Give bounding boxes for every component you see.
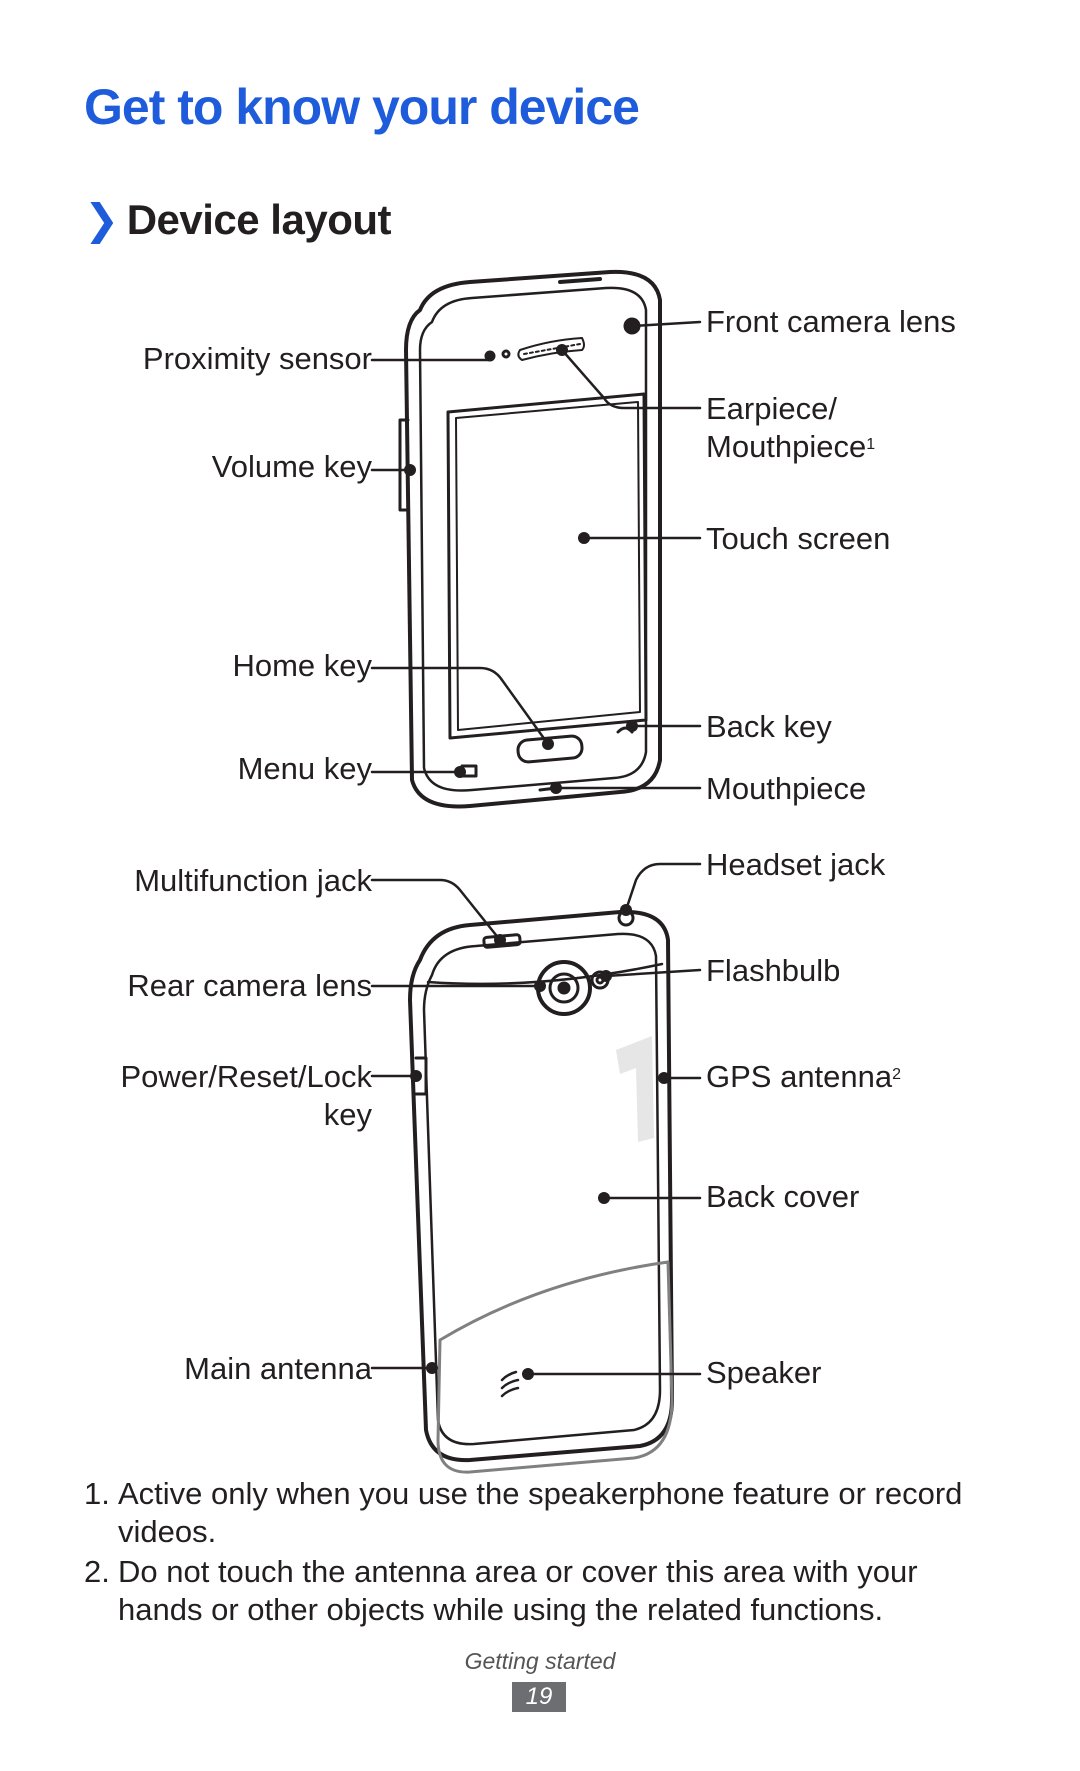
label-menu-key: Menu key — [237, 751, 372, 786]
label-touch-screen: Touch screen — [706, 521, 891, 556]
label-mouthpiece: Mouthpiece — [706, 771, 867, 806]
label-power-key: key — [323, 1097, 372, 1132]
chevron-right-icon: ❯ — [84, 196, 119, 243]
footnote-text: Active only when you use the speakerphon… — [118, 1476, 963, 1549]
label-gps-antenna-text: GPS antenna — [706, 1059, 893, 1094]
footnotes: 1.Active only when you use the speakerph… — [84, 1475, 984, 1631]
label-rear-camera-lens: Rear camera lens — [127, 968, 372, 1003]
section-title: ❯Device layout — [84, 195, 392, 244]
label-multifunction-jack: Multifunction jack — [134, 863, 372, 898]
footnote-ref-1: 1 — [866, 436, 876, 453]
antenna-area-outline — [436, 1260, 674, 1474]
label-proximity-sensor: Proximity sensor — [142, 341, 372, 376]
label-home-key: Home key — [232, 648, 372, 683]
footnote-1: 1.Active only when you use the speakerph… — [84, 1475, 984, 1551]
footnote-ref-2: 2 — [892, 1066, 902, 1083]
front-leader-lines — [370, 320, 702, 790]
label-headset-jack: Headset jack — [706, 847, 886, 882]
label-earpiece-line2: Mouthpiece1 — [706, 428, 875, 466]
label-back-key: Back key — [706, 709, 832, 744]
leader-dots — [404, 320, 670, 1380]
label-flashbulb: Flashbulb — [706, 953, 841, 988]
label-earpiece-line1: Earpiece/ — [706, 391, 837, 426]
section-title-text: Device layout — [126, 196, 392, 243]
footnote-text: Do not touch the antenna area or cover t… — [118, 1554, 918, 1627]
page-number: 19 — [512, 1682, 566, 1712]
label-power-reset-lock: Power/Reset/Lock — [120, 1059, 372, 1094]
label-gps-antenna: GPS antenna2 — [706, 1058, 901, 1096]
label-speaker: Speaker — [706, 1355, 822, 1390]
footnote-number: 1. — [84, 1476, 110, 1511]
label-earpiece-mouthpiece: Mouthpiece — [706, 429, 867, 464]
footnote-2: 2.Do not touch the antenna area or cover… — [84, 1553, 984, 1629]
footnote-number: 2. — [84, 1554, 110, 1589]
front-phone-illustration — [398, 269, 662, 809]
label-main-antenna: Main antenna — [184, 1351, 372, 1386]
rear-leader-lines — [370, 862, 702, 1376]
footer-section-label: Getting started — [464, 1648, 616, 1674]
page-title: Get to know your device — [84, 79, 640, 135]
rear-phone-illustration — [408, 909, 674, 1474]
label-front-camera-lens: Front camera lens — [706, 304, 956, 339]
label-volume-key: Volume key — [211, 449, 372, 484]
label-back-cover: Back cover — [706, 1179, 860, 1214]
